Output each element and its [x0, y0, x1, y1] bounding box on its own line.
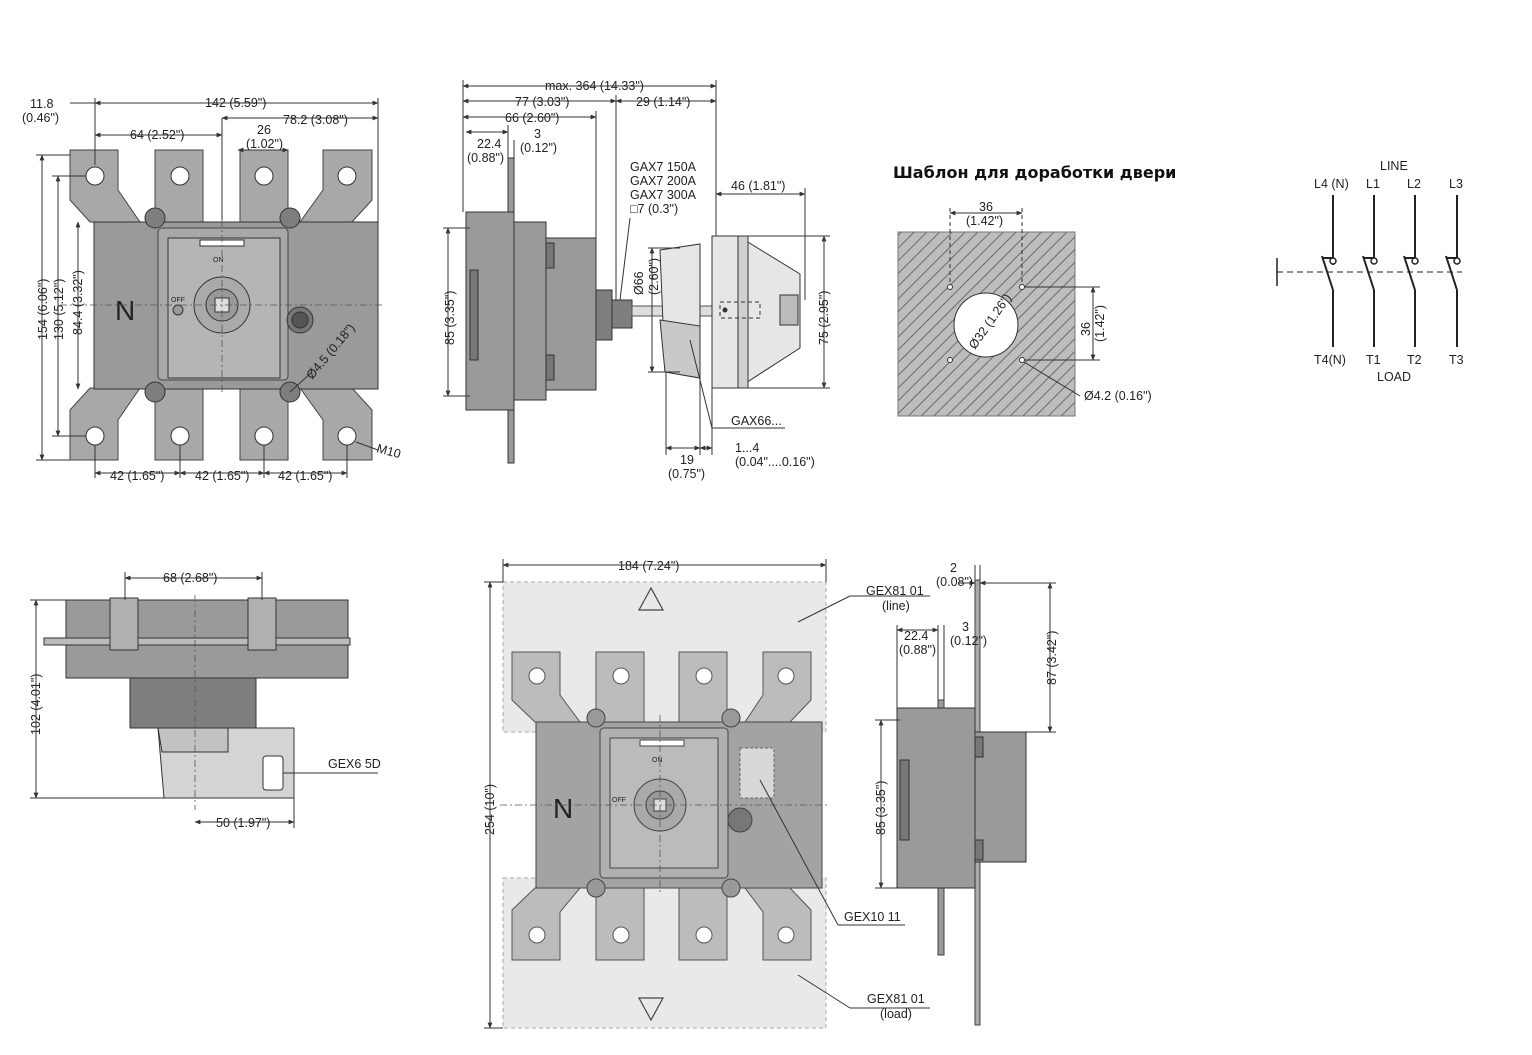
cover-label-gex6: GEX6 5D — [328, 757, 381, 771]
dim-42-b: 42 (1.65") — [195, 469, 249, 483]
cover-top-terminals — [511, 651, 812, 723]
top-terminals — [69, 149, 373, 223]
dim-130: 130 (5.12") — [52, 279, 66, 340]
dim-3: 3 — [534, 127, 541, 141]
cover-bottom-terminals — [511, 887, 812, 961]
shaft-label-4: □7 (0.3") — [630, 202, 678, 216]
dim-19-in: (0.75") — [668, 467, 705, 481]
dim-102: 102 (4.01") — [29, 674, 43, 735]
cover-pole-label: N — [553, 793, 573, 824]
dim-66: 66 (2.60") — [505, 111, 559, 125]
shroud-label: GEX10 11 — [844, 910, 901, 924]
bottom-terminals — [69, 387, 373, 461]
front-pole-label: N — [115, 295, 135, 326]
dim-154: 154 (6.06") — [36, 279, 50, 340]
dim-75: 75 (2.95") — [817, 291, 831, 345]
dim-142: 142 (5.59") — [205, 96, 266, 110]
shaft-label-1: GAX7 150A — [630, 160, 697, 174]
tpl-dim-diam-4-2: Ø4.2 (0.16") — [1084, 389, 1152, 403]
side-view: max. 364 (14.33") 77 (3.03") 29 (1.14") … — [443, 79, 831, 481]
side-dim-3: 3 — [962, 620, 969, 634]
handle-label: GAX66... — [731, 414, 782, 428]
front-on-label: ON — [213, 257, 224, 264]
door-template-title: Шаблон для доработки двери — [893, 163, 1176, 182]
dim-68: 68 (2.68") — [163, 571, 217, 585]
side-dim-2-in: (0.08") — [936, 575, 973, 589]
terminal-l1: L1 — [1366, 177, 1380, 191]
dim-46: 46 (1.81") — [731, 179, 785, 193]
tpl-dim-36-side-in: (1.42") — [1093, 305, 1107, 342]
tpl-dim-36-side: 36 — [1079, 322, 1093, 336]
terminal-t4n: T4(N) — [1314, 353, 1346, 367]
dim-78-2: 78.2 (3.08") — [283, 113, 348, 127]
dim-1-4-in: (0.04"....0.16") — [735, 455, 815, 469]
schematic: LINE L4 (N) L1 L2 L3 T4(N) — [1276, 159, 1464, 384]
side-dim-3-in: (0.12") — [950, 634, 987, 648]
dim-26: 26 — [257, 123, 271, 137]
dim-42-a: 42 (1.65") — [110, 469, 164, 483]
dim-42-c: 42 (1.65") — [278, 469, 332, 483]
dim-84-4: 84.4 (3.32") — [71, 270, 85, 335]
terminal-t1: T1 — [1366, 353, 1381, 367]
dim-184: 184 (7.24") — [618, 559, 679, 573]
tpl-dim-36-top: 36 — [979, 200, 993, 214]
dim-19: 19 — [680, 453, 694, 467]
cover-line-sub: (line) — [882, 599, 910, 613]
tpl-dim-36-top-in: (1.42") — [966, 214, 1003, 228]
side-dim-85: 85 (3.35") — [874, 781, 888, 835]
dim-77: 77 (3.03") — [515, 95, 569, 109]
dim-29: 29 (1.14") — [636, 95, 690, 109]
dim-m10: M10 — [375, 441, 402, 461]
cover-load-label: GEX81 01 — [867, 992, 925, 1006]
dim-26-in: (1.02") — [246, 137, 283, 151]
cover-off-label: OFF — [612, 797, 626, 804]
terminal-cover-view: N ON OFF 184 (7.24") 254 (10") GEX81 01 … — [483, 559, 930, 1029]
door-template: Шаблон для доработки двери 36 (1.42") 36… — [893, 163, 1176, 417]
shaft-label-2: GAX7 200A — [630, 174, 697, 188]
dim-1-4: 1...4 — [735, 441, 759, 455]
side-dim-87: 87 (3.42") — [1045, 631, 1059, 685]
cover-side-view: 2 (0.08") 22.4 (0.88") 3 (0.12") 87 (3.4… — [874, 561, 1059, 1026]
terminal-l3: L3 — [1449, 177, 1463, 191]
side-dim-22-4: 22.4 — [904, 629, 928, 643]
dim-max-364: max. 364 (14.33") — [545, 79, 644, 93]
front-view: N ON OFF 11.8 (0.46") 142 (5.59") 78.2 — [22, 96, 402, 483]
cover-line-label: GEX81 01 — [866, 584, 924, 598]
side-dim-2: 2 — [950, 561, 957, 575]
dim-diam-66-in: (2.60") — [647, 258, 661, 295]
dim-3-in: (0.12") — [520, 141, 557, 155]
cover-load-sub: (load) — [880, 1007, 912, 1021]
side-dim-22-4-in: (0.88") — [899, 643, 936, 657]
dim-11-8-in: (0.46") — [22, 111, 59, 125]
schematic-line-label: LINE — [1380, 159, 1408, 173]
dim-22-4: 22.4 — [477, 137, 501, 151]
terminal-l2: L2 — [1407, 177, 1421, 191]
front-off-label: OFF — [171, 297, 185, 304]
dim-50: 50 (1.97") — [216, 816, 270, 830]
dim-64: 64 (2.52") — [130, 128, 184, 142]
terminal-l4n: L4 (N) — [1314, 177, 1349, 191]
terminal-t3: T3 — [1449, 353, 1464, 367]
schematic-load-label: LOAD — [1377, 370, 1411, 384]
shaft-label-3: GAX7 300A — [630, 188, 697, 202]
dim-85: 85 (3.35") — [443, 291, 457, 345]
bottom-view: 68 (2.68") 102 (4.01") 50 (1.97") GEX6 5… — [29, 571, 381, 830]
dim-22-4-in: (0.88") — [467, 151, 504, 165]
dim-254: 254 (10") — [483, 784, 497, 835]
terminal-t2: T2 — [1407, 353, 1422, 367]
dim-diam-66: Ø66 — [632, 271, 646, 295]
dim-11-8: 11.8 — [30, 97, 53, 111]
cover-on-label: ON — [652, 757, 663, 764]
